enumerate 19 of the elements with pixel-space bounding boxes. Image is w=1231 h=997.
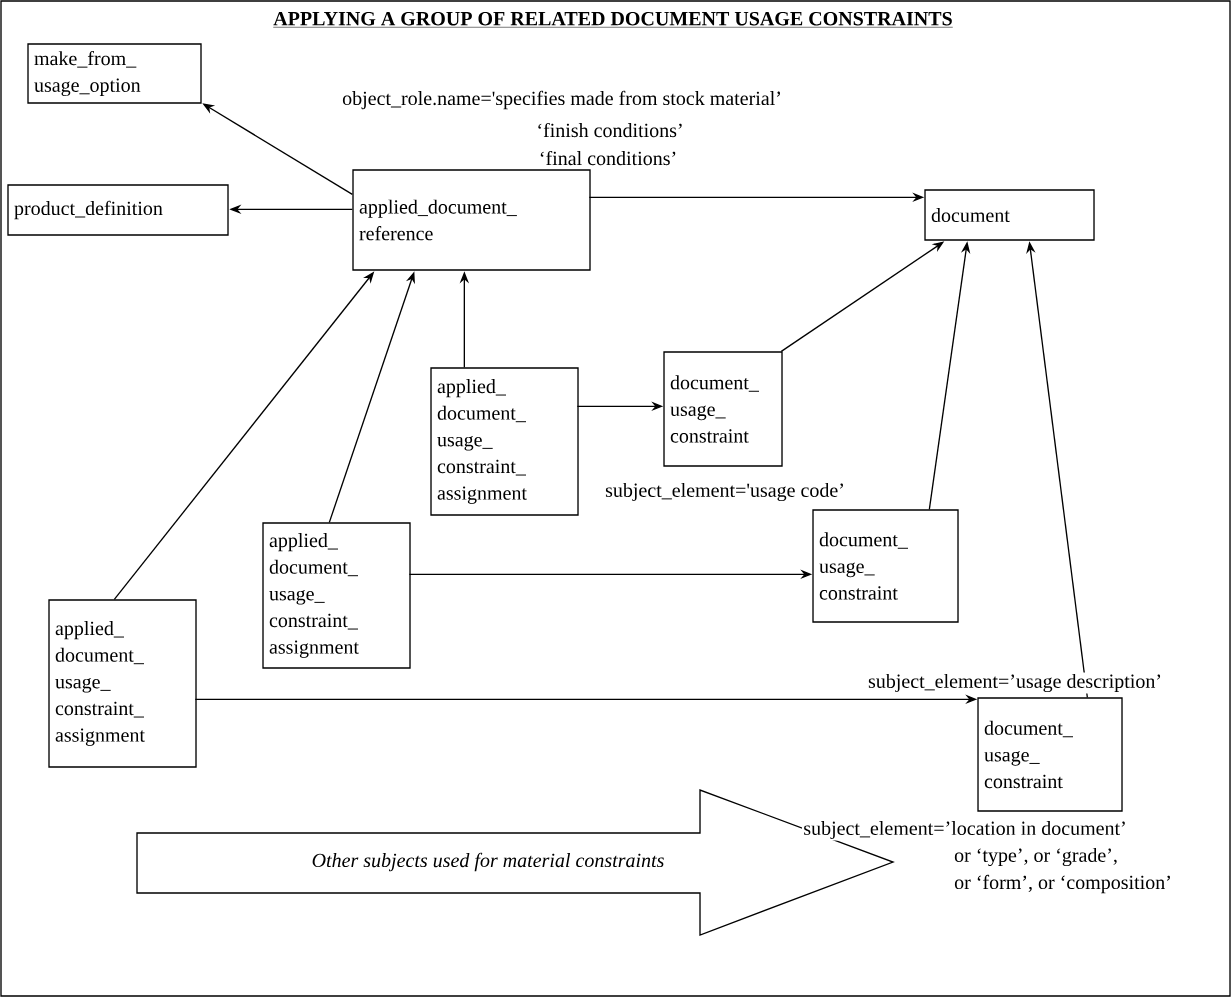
annotation: subject_element=’usage description’ <box>866 672 1164 694</box>
annotation: or ‘type’, or ‘grade’, <box>952 846 1120 868</box>
entity-box: applied_ document_ usage_ constraint_ assignment <box>262 522 411 669</box>
entity-box: document <box>924 189 1095 241</box>
entity-box: make_from_ usage_option <box>27 43 202 104</box>
entity-box: product_definition <box>7 184 229 236</box>
entity-box: document_ usage_ constraint <box>977 697 1123 812</box>
title: APPLYING A GROUP OF RELATED DOCUMENT USAGE CONSTRAINTS <box>272 11 954 28</box>
annotation: ‘finish conditions’ <box>535 121 685 139</box>
entity-box: applied_ document_ usage_ constraint_ assignment <box>430 367 579 516</box>
entity-box: document_ usage_ constraint <box>812 509 959 623</box>
annotation: or ‘form’, or ‘composition’ <box>952 873 1174 895</box>
annotation: ‘final conditions’ <box>537 149 679 167</box>
entity-box: applied_document_ reference <box>352 169 591 271</box>
annotation: subject_element=’location in document’ <box>801 819 1129 841</box>
annotation: subject_element='usage code’ <box>603 481 847 503</box>
annotation: object_role.name='specifies made from stock material’ <box>340 89 784 111</box>
entity-box: document_ usage_ constraint <box>663 351 783 467</box>
entity-box: applied_ document_ usage_ constraint_ assignment <box>48 599 197 768</box>
